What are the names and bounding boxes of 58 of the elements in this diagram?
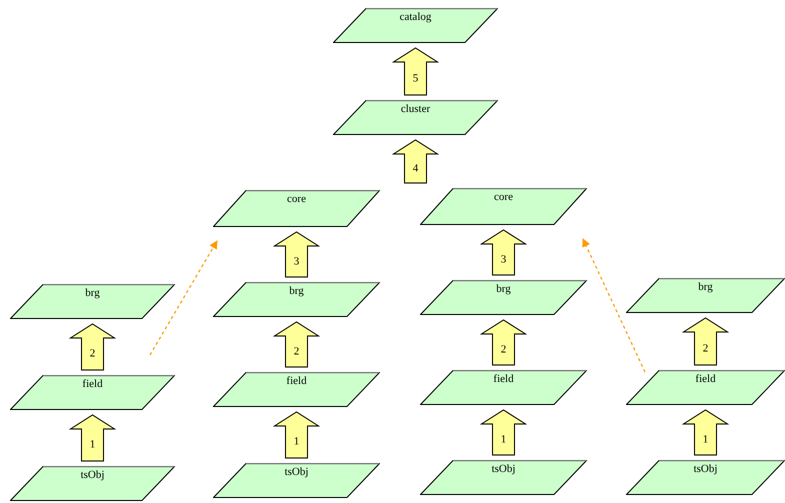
edge-label: 1: [702, 433, 708, 446]
node-label: tsObj: [80, 469, 104, 482]
dashed-arrow: [582, 238, 646, 372]
node-label: field: [695, 373, 716, 386]
node-label: core: [494, 191, 513, 204]
block-arrow: [682, 317, 730, 366]
edge-label: 1: [90, 438, 96, 452]
parallelogram-node: [10, 466, 175, 501]
parallelogram-node: [420, 280, 587, 315]
node-label: brg: [496, 283, 511, 296]
parallelogram-node: [213, 463, 380, 498]
block-arrow: [68, 414, 116, 462]
edge-label: 1: [294, 436, 300, 448]
node-label: cluster: [400, 103, 430, 116]
block-arrow: [480, 319, 528, 366]
parallelogram-node: [10, 375, 175, 410]
parallelogram-node: [626, 278, 785, 313]
edge-label: 2: [500, 343, 506, 356]
block-arrow: [272, 411, 320, 458]
parallelogram-node: [333, 100, 498, 135]
node-label: tsObj: [492, 463, 516, 476]
node-label: field: [493, 373, 514, 386]
edge-label: 1: [500, 433, 506, 446]
node-label: brg: [85, 287, 100, 300]
parallelogram-node: [333, 8, 498, 43]
dashed-arrow: [149, 240, 218, 356]
parallelogram-node: [213, 372, 380, 407]
block-arrow: [392, 139, 440, 184]
node-label: tsObj: [284, 466, 308, 479]
node-label: core: [287, 193, 306, 206]
node-label: brg: [289, 285, 304, 298]
parallelogram-node: [626, 460, 785, 495]
block-arrow: [68, 323, 116, 370]
block-arrow: [392, 47, 440, 96]
block-arrow: [480, 409, 528, 456]
node-label: field: [286, 375, 307, 388]
parallelogram-node: [626, 370, 785, 405]
block-arrow: [480, 229, 528, 276]
edge-label: 3: [500, 253, 506, 266]
parallelogram-node: [10, 284, 175, 319]
edge-label: 2: [702, 342, 708, 355]
block-arrow: [272, 231, 320, 278]
edge-label: 5: [412, 72, 418, 85]
node-label: catalog: [400, 11, 432, 24]
block-arrow: [682, 409, 730, 456]
node-label: brg: [698, 281, 713, 294]
parallelogram-node: [213, 190, 380, 227]
node-label: field: [82, 378, 103, 391]
parallelogram-node: [420, 370, 587, 405]
parallelogram-node: [213, 282, 380, 317]
edge-label: 2: [90, 348, 96, 360]
parallelogram-node: [420, 188, 587, 225]
node-label: tsObj: [694, 463, 718, 476]
block-arrow: [272, 321, 320, 368]
parallelogram-node: [420, 460, 587, 495]
edge-label: 3: [294, 255, 300, 268]
edge-label: 4: [412, 162, 418, 175]
edge-label: 2: [294, 345, 300, 358]
